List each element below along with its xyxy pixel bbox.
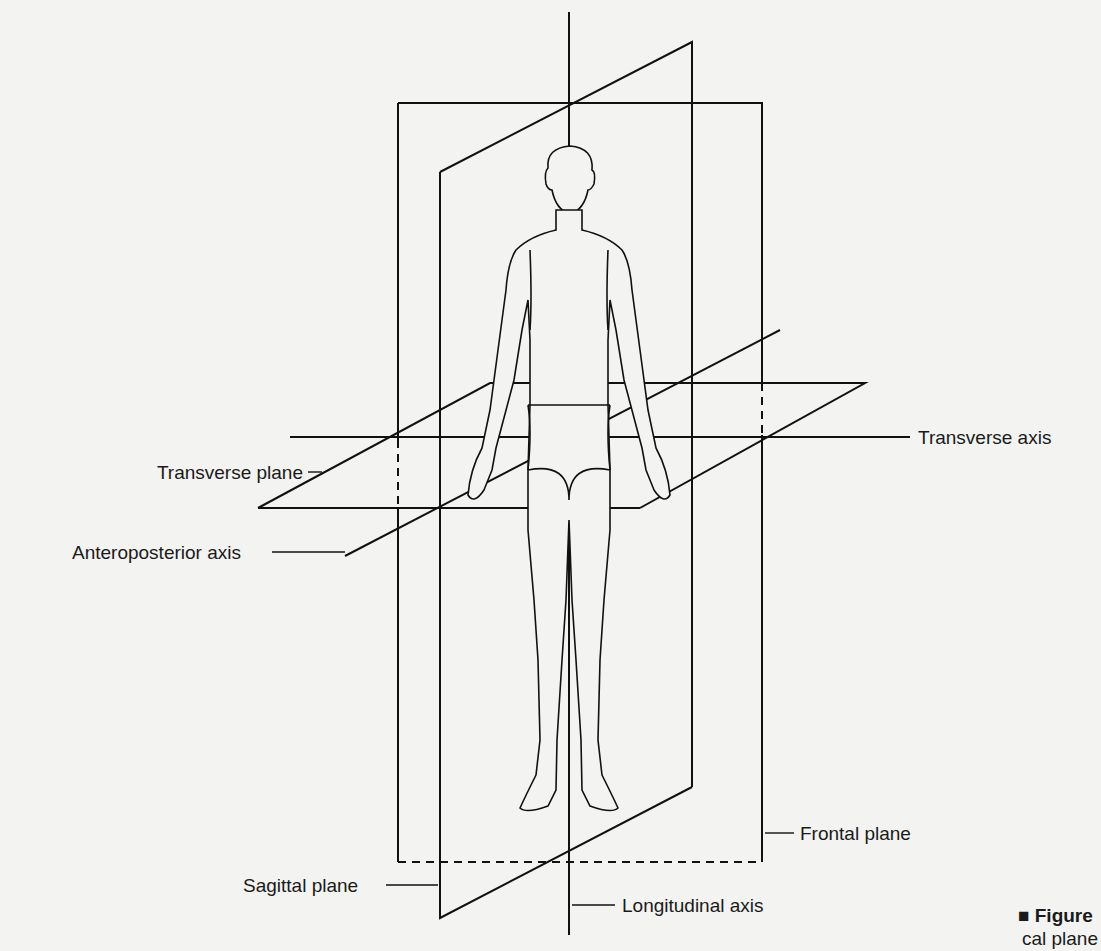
sagittal-plane <box>440 42 692 918</box>
axis-label: Transverse axis <box>918 428 1051 447</box>
figure-caption: ■ Figure <box>1018 906 1093 925</box>
frontal-plane-bottom <box>398 861 762 863</box>
axis-label: Anteroposterior axis <box>72 543 241 562</box>
plane-label: Frontal plane <box>800 824 911 843</box>
leader-lines <box>272 472 794 905</box>
human-figure <box>468 146 670 811</box>
axis-label: Longitudinal axis <box>622 896 764 915</box>
plane-label: Transverse plane <box>157 463 303 482</box>
plane-label: Sagittal plane <box>243 876 358 895</box>
figure-caption: cal plane <box>1022 929 1098 948</box>
frontal-plane <box>398 103 762 862</box>
